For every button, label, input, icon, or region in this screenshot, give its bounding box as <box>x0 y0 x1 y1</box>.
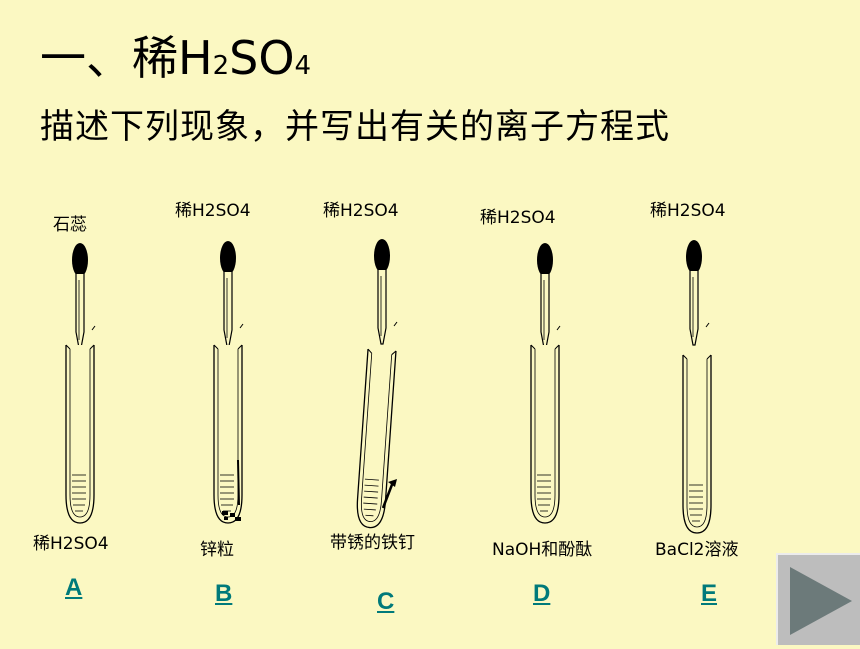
link-c[interactable]: C <box>377 588 395 615</box>
content-label-d: NaOH和酚酞 <box>492 540 593 560</box>
zinc-granules <box>222 511 241 521</box>
tube-d <box>530 344 560 524</box>
dropper-label-b: 稀H2SO4 <box>175 201 251 221</box>
dropper-label-a: 石蕊 <box>53 215 87 235</box>
dropper-label-c: 稀H2SO4 <box>323 201 399 221</box>
tube-e <box>682 354 712 534</box>
dropper-b <box>219 240 244 347</box>
content-label-a: 稀H2SO4 <box>33 534 109 554</box>
content-label-c: 带锈的铁钉 <box>330 533 415 553</box>
link-b[interactable]: B <box>215 580 233 607</box>
play-triangle-icon <box>790 567 852 635</box>
dropper-label-e: 稀H2SO4 <box>650 201 726 221</box>
zinc-rod <box>237 459 240 506</box>
page-title: 一、稀H2SO4 <box>40 31 312 85</box>
next-slide-button[interactable] <box>776 553 860 645</box>
dropper-c <box>373 238 398 345</box>
dropper-label-d: 稀H2SO4 <box>480 208 556 228</box>
link-a[interactable]: A <box>65 574 83 601</box>
dropper-e <box>685 239 710 346</box>
link-e[interactable]: E <box>701 580 718 607</box>
content-label-b: 锌粒 <box>200 540 234 560</box>
link-d[interactable]: D <box>533 580 551 607</box>
tube-c <box>354 348 397 530</box>
tube-a <box>65 344 95 524</box>
dropper-d <box>536 242 561 349</box>
iron-nail <box>381 479 397 509</box>
content-label-e: BaCl2溶液 <box>655 540 739 560</box>
dropper-a <box>71 242 96 349</box>
tube-b <box>213 344 243 524</box>
page-subtitle: 描述下列现象，并写出有关的离子方程式 <box>40 107 670 147</box>
